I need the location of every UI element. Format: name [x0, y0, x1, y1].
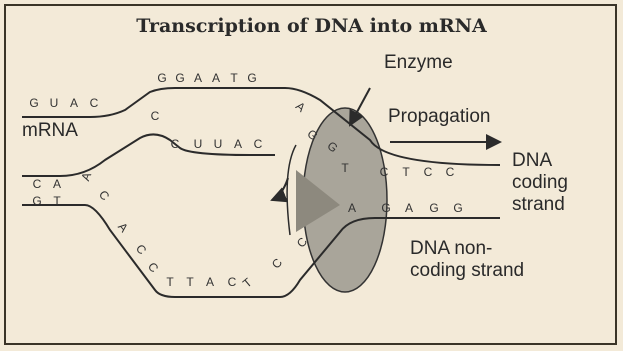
coding_right-base-7: C [446, 165, 455, 179]
lower_arc-base-1: C [96, 188, 113, 204]
upper_arc-base-1: G [175, 71, 184, 85]
lower_arc-base-10: C [269, 255, 286, 271]
lower_arc-base-6: T [186, 275, 194, 289]
upper_arc-base-4: T [230, 71, 238, 85]
coding_right-base-6: C [424, 165, 433, 179]
left_bottom_pair-base-0: G [32, 194, 41, 208]
mrna_top-base-2: A [70, 96, 78, 110]
dna-noncoding-label-2: coding strand [410, 260, 524, 282]
coding_right-base-4: C [380, 165, 389, 179]
noncoding_right-base-3: G [429, 201, 438, 215]
coding_right-base-5: T [402, 165, 410, 179]
coding_right-base-0: A [293, 99, 308, 115]
curved-arrow [272, 178, 288, 200]
dna-coding-label-1: DNA [512, 150, 552, 172]
left_bottom_pair-base-1: T [53, 194, 61, 208]
propagation-label: Propagation [388, 106, 490, 128]
coding_right-base-3: T [341, 161, 349, 175]
enzyme-label: Enzyme [384, 52, 453, 74]
left_top_pair-base-1: A [53, 177, 61, 191]
lower_arc-base-8: C [228, 275, 237, 289]
noncoding_right-base-0: A [348, 201, 356, 215]
upper_arc-base-5: G [247, 71, 256, 85]
coding_lower-base-0: C [151, 109, 160, 123]
dna-coding-label-2: coding [512, 172, 568, 194]
lower_arc-base-7: A [206, 275, 214, 289]
mrna_top-base-0: G [29, 96, 38, 110]
upper_arc-base-3: A [212, 71, 220, 85]
lower_arc-base-4: C [145, 260, 162, 276]
dna-coding-label-3: strand [512, 194, 565, 216]
upper_arc-base-2: A [194, 71, 202, 85]
noncoding_right-base-1: G [381, 201, 390, 215]
mrna-label: mRNA [22, 120, 78, 142]
lower_arc-base-9: T [240, 275, 255, 291]
lower_arc-base-2: A [115, 220, 131, 235]
mrna_top-base-1: U [50, 96, 59, 110]
coding_lower-base-4: A [234, 137, 242, 151]
left_top_pair-base-0: C [33, 177, 42, 191]
coding_lower-base-5: C [254, 137, 263, 151]
dna-noncoding-label-1: DNA non- [410, 238, 492, 260]
coding_lower-base-3: U [214, 137, 223, 151]
lower_arc-base-3: C [133, 242, 150, 258]
upper_arc-base-0: G [157, 71, 166, 85]
lower_arc-base-0: A [78, 170, 94, 182]
lower_arc-base-5: T [166, 275, 174, 289]
coding_lower-base-2: U [194, 137, 203, 151]
coding_lower-base-1: C [171, 137, 180, 151]
pointer-curve [287, 145, 296, 235]
mrna_top-base-3: C [90, 96, 99, 110]
noncoding_right-base-2: A [405, 201, 413, 215]
noncoding_right-base-4: G [453, 201, 462, 215]
